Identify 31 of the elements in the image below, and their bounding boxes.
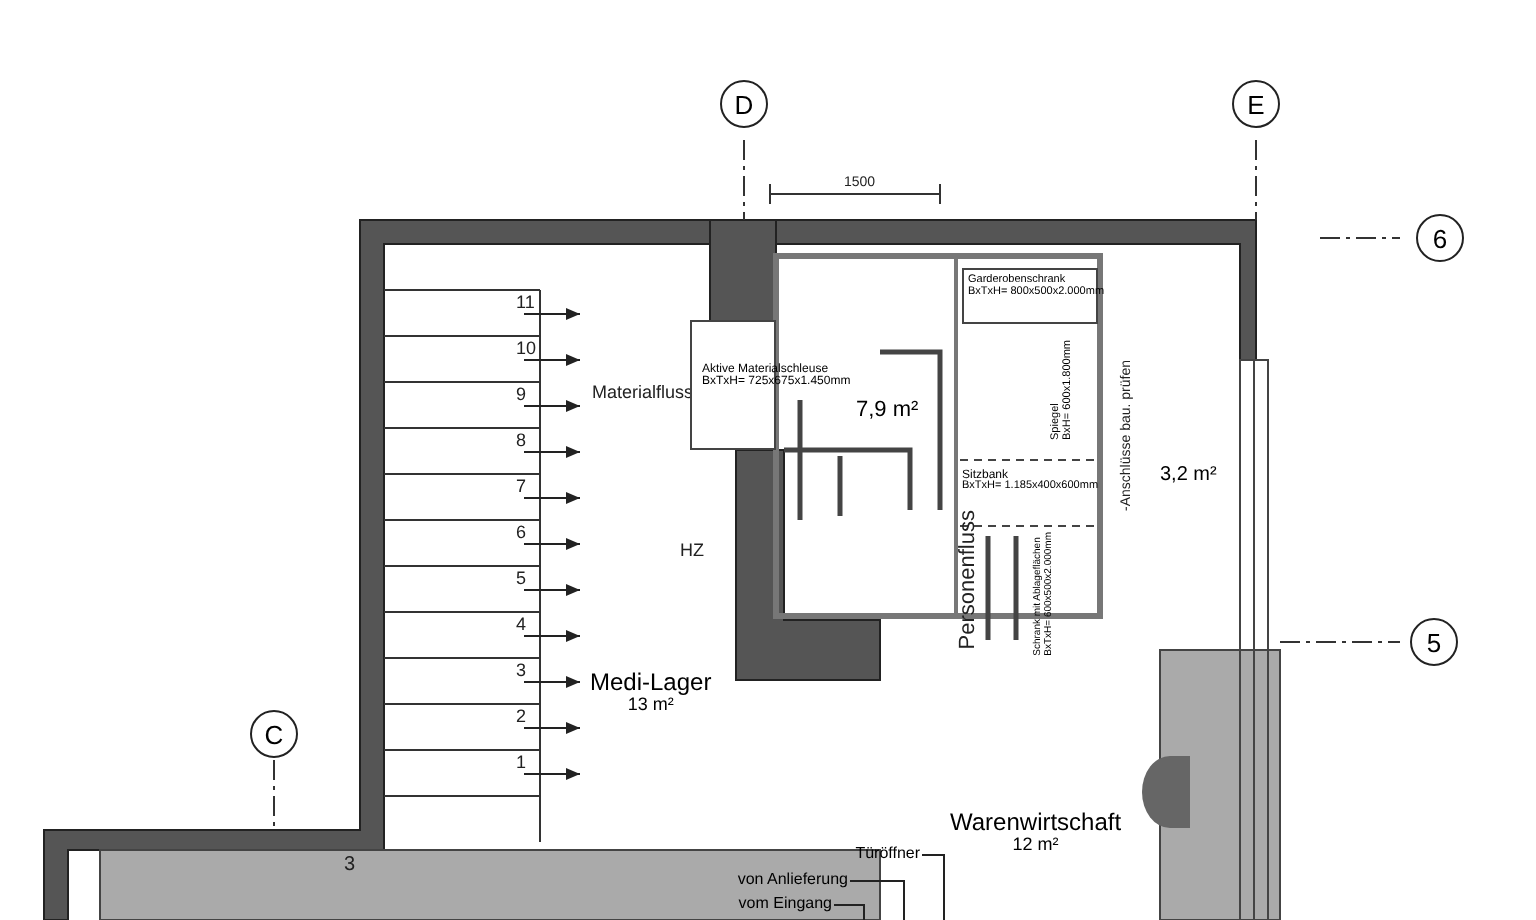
step-number: 2 (516, 706, 527, 726)
note-text: 3 (344, 854, 356, 876)
axis-marker: 6 (1416, 214, 1464, 262)
axis-marker: D (720, 80, 768, 128)
area-label: 3,2 m² (1160, 466, 1217, 487)
step-number: 8 (516, 430, 527, 450)
area-label: 13 m² (627, 695, 674, 715)
leader-line (849, 880, 905, 920)
room-label: HZ (680, 540, 704, 560)
step-number: 1 (516, 752, 527, 772)
step-number: 7 (516, 476, 527, 496)
step-number: 6 (516, 522, 527, 542)
callout-text: von Anlieferung (700, 870, 848, 892)
area-label: 12 m² (1010, 835, 1061, 855)
room-name: Warenwirtschaft (950, 810, 1122, 836)
flow-label: Materialfluss (592, 382, 694, 402)
axis-marker: 5 (1410, 618, 1458, 666)
area-label: 7,9 m² (856, 400, 919, 424)
axis-marker: C (250, 710, 298, 758)
flow-label: Personenfluss (956, 510, 980, 650)
leader-line (833, 904, 865, 920)
step-number: 11 (516, 292, 535, 312)
step-number: 9 (516, 384, 527, 404)
step-number: 10 (516, 338, 537, 358)
callout-text: vom Eingang (712, 894, 832, 916)
room-name: Medi-Lager (590, 670, 712, 696)
step-number: 3 (516, 660, 527, 680)
axis-marker: E (1232, 80, 1280, 128)
step-number: 5 (516, 568, 527, 588)
step-number: 4 (516, 614, 527, 634)
leader-line (921, 854, 945, 920)
